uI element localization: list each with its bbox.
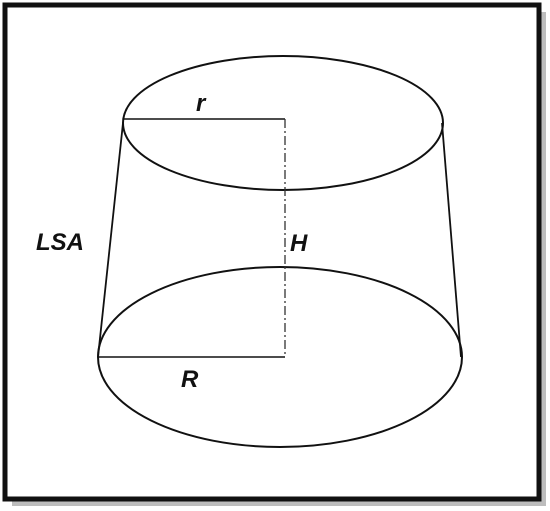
right-slant-edge	[441, 122, 462, 358]
height-label: H	[290, 230, 308, 257]
frame-border	[2, 2, 542, 502]
lsa-label: LSA	[36, 229, 84, 256]
top-ellipse	[122, 55, 444, 191]
left-slant-edge	[97, 122, 124, 358]
top-radius-label: r	[196, 90, 207, 117]
bottom-radius-label: R	[181, 366, 199, 393]
